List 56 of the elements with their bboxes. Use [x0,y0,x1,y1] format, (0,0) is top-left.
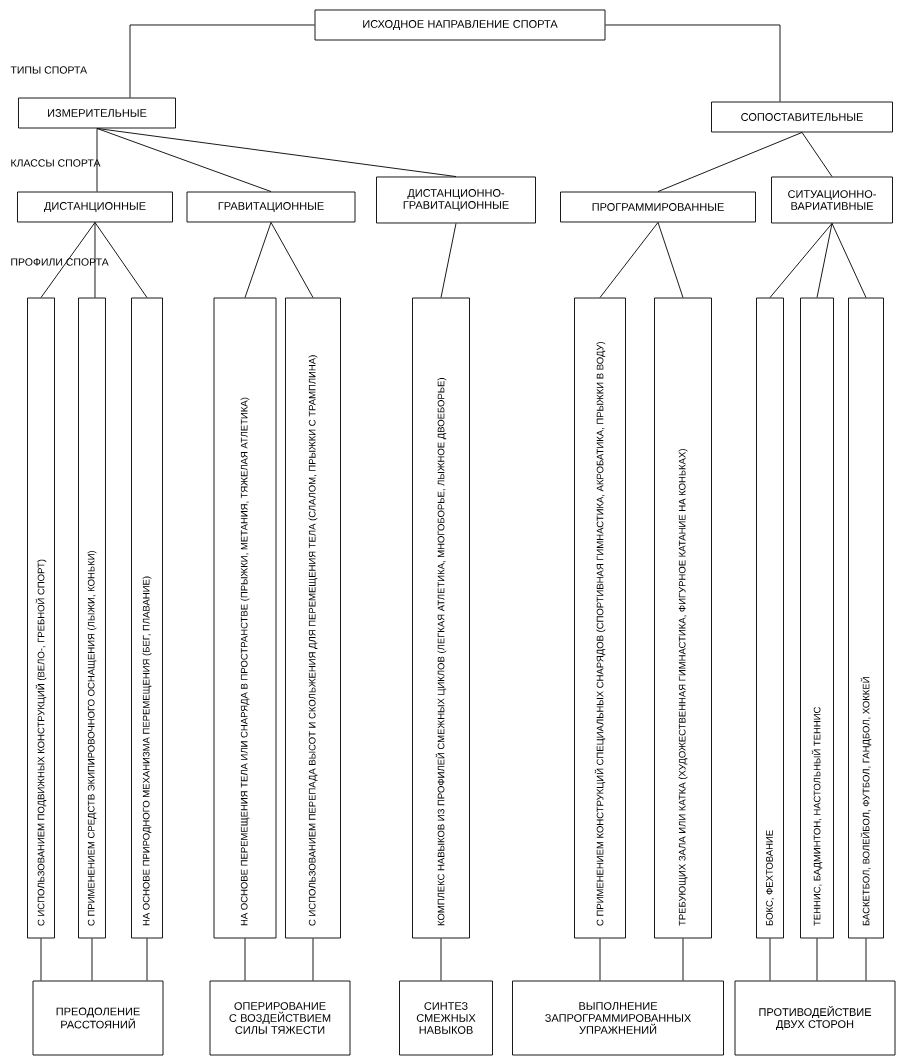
connector-line [682,938,684,981]
profile-box: НА ОСНОВЕ ПРИРОДНОГО МЕХАНИЗМА ПЕРЕМЕЩЕНИЯ (БЕГ, ПЛАВАНИЕ) [131,297,163,939]
connector-line [865,938,867,981]
profile-box: С ПРИМЕНЕНИЕМ СРЕДСТВ ЭКИПИРОВОЧНОГО ОСНАЩЕНИЯ (ЛЫЖИ, КОНЬКИ) [78,297,106,939]
connector-line [657,222,684,298]
connector-line [599,938,601,981]
connector-line [40,222,96,298]
direction-box: ВЫПОЛНЕНИЕ ЗАПРОГРАММИРОВАННЫХ УПРАЖНЕНИЙ [512,980,724,1056]
connector-line [599,222,659,298]
direction-box: ПРЕОДОЛЕНИЕ РАССТОЯНИЙ [32,980,164,1056]
connector-line [94,222,96,298]
connector-line [769,223,833,298]
connector-line [146,938,148,981]
connector-line [270,222,314,298]
profile-box: ТРЕБУЮЩИХ ЗАЛА ИЛИ КАТКА (ХУДОЖЕСТВЕННАЯ ГИМНАСТИКА, ФИГУРНОЕ КАТАНИЕ НА КОНЬКАХ) [654,297,712,939]
class-box: СИТУАЦИОННО-ВАРИАТИВНЫЕ [771,176,893,224]
connector-line [605,24,781,102]
level-label: КЛАССЫ СПОРТА [11,159,101,167]
connector-line [96,128,272,192]
connector-line [440,938,442,981]
connector-line [129,24,315,98]
connector-line [94,222,148,298]
connector-line [312,938,314,981]
class-box: ГРАВИТАЦИОННЫЕ [186,191,356,223]
connector-line [244,938,246,981]
direction-box: ПРОТИВОДЕЙСТВИЕ ДВУХ СТОРОН [734,980,896,1056]
profile-box: НА ОСНОВЕ ПЕРЕМЕЩЕНИЯ ТЕЛА ИЛИ СНАРЯДА В ПРОСТРАНСТВЕ (ПРЫЖКИ, МЕТАНИЯ, ТЯЖЕЛАЯ АТЛЕТИКА) [213,297,277,939]
profile-box: ТЕННИС, БАДМИНТОН, НАСТОЛЬНЫЙ ТЕННИС [800,297,834,939]
connector-line [816,938,818,981]
profile-box: С ИСПОЛЬЗОВАНИЕМ ПЕРЕПАДА ВЫСОТ И СКОЛЬЖЕНИЯ ДЛЯ ПЕРЕМЕЩЕНИЯ ТЕЛА (СЛАЛОМ, ПРЫЖКИ С ТРАМПЛИНА) [285,297,341,939]
class-box: СОПОСТАВИТЕЛЬНЫЕ [711,101,893,133]
profile-box: С ПРИМЕНЕНИЕМ КОНСТРУКЦИЙ СПЕЦИАЛЬНЫХ СНАРЯДОВ (СПОРТИВНАЯ ГИМНАСТИКА, АКРОБАТИКА, ПРЫЖКИ В ВОДУ) [574,297,626,939]
profile-box: БАСКЕТБОЛ, ВОЛЕЙБОЛ, ФУТБОЛ, ГАНДБОЛ, ХОККЕЙ [848,297,884,939]
direction-box: СИНТЕЗ СМЕЖНЫХ НАВЫКОВ [399,980,493,1056]
profile-box: БОКС, ФЕХТОВАНИЕ [756,297,784,939]
level-label: ПРОФИЛИ СПОРТА [11,258,109,266]
connector-line [657,132,803,192]
class-box: ПРОГРАММИРОВАННЫЕ [560,191,756,223]
profile-box: КОМПЛЕКС НАВЫКОВ ИЗ ПРОФИЛЕЙ СМЕЖНЫХ ЦИКЛОВ (ЛЕГКАЯ АТЛЕТИКА, МНОГОБОРЬЕ, ЛЫЖНОЕ ДВОЕБОРЬЕ) [412,297,470,939]
profile-box: С ИСПОЛЬЗОВАНИЕМ ПОДВИЖНЫХ КОНСТРУКЦИЙ (ВЕЛО-, ГРЕБНОЙ СПОРТ) [27,297,55,939]
connector-line [816,223,833,298]
connector-line [96,128,457,177]
connector-line [831,223,867,298]
direction-box: ОПЕРИРОВАНИЕ С ВОЗДЕЙСТВИЕМ СИЛЫ ТЯЖЕСТИ [209,980,351,1056]
connector-line [769,938,771,981]
class-box: ИЗМЕРИТЕЛЬНЫЕ [18,97,176,129]
connector-line [91,938,93,981]
class-box: ДИСТАНЦИОННЫЕ [17,191,173,223]
level-label: ТИПЫ СПОРТА [10,66,88,74]
connector-line [801,132,833,177]
connector-line [96,128,98,192]
connector-line [244,222,272,298]
connector-line [40,938,42,981]
class-box: ИСХОДНОЕ НАПРАВЛЕНИЕ СПОРТА [314,9,606,41]
connector-line [440,223,457,298]
class-box: ДИСТАНЦИОННО-ГРАВИТАЦИОННЫЕ [376,176,536,224]
